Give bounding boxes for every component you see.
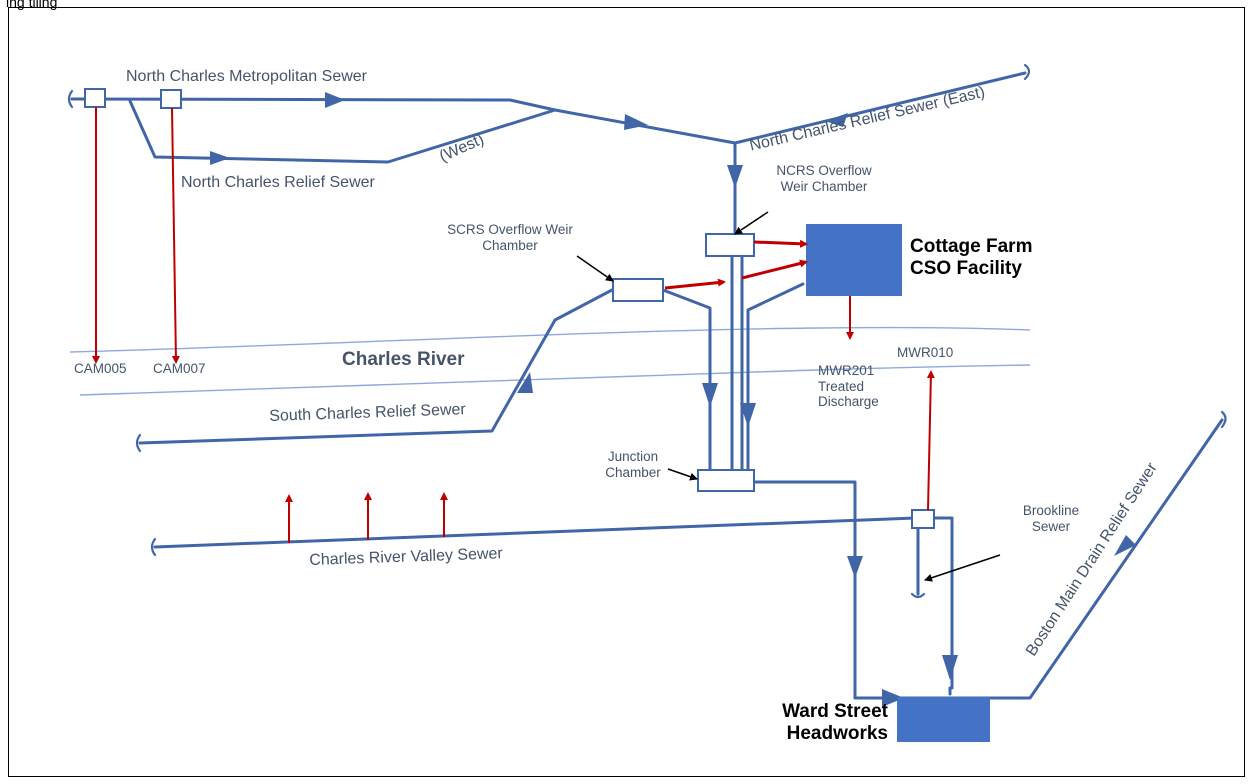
north-charles-relief-east-line xyxy=(733,71,1027,145)
flow-arrow-1 xyxy=(325,92,345,108)
cam005-label: CAM005 xyxy=(74,361,127,376)
flow-arrow-4 xyxy=(825,113,848,127)
flow-arrow-2 xyxy=(210,151,230,165)
brookline-label: Brookline Sewer xyxy=(1022,503,1080,534)
flow-arrow-9 xyxy=(847,556,863,578)
north-charles-relief-label: North Charles Relief Sewer xyxy=(181,174,375,191)
mwr010-overflow xyxy=(926,370,935,511)
caption-text: ing tiling xyxy=(6,0,58,10)
ncrs-pointer xyxy=(734,211,769,235)
end-mark-bmd xyxy=(1220,410,1227,429)
brookline-chamber xyxy=(911,509,935,529)
cam007-overflow xyxy=(171,107,180,364)
mwr010-label: MWR010 xyxy=(897,345,954,360)
north-charles-metropolitan-label: North Charles Metropolitan Sewer xyxy=(126,68,367,85)
flow-arrow-3 xyxy=(624,114,648,130)
flow-arrow-5 xyxy=(727,165,743,188)
nw-chamber-2 xyxy=(160,89,182,109)
junction-chamber-label: Junction Chamber xyxy=(605,449,661,480)
scrs-to-cottage-2 xyxy=(741,259,808,280)
end-mark-brookline xyxy=(910,592,926,599)
river-bank-north xyxy=(69,326,1031,353)
brookline-pointer xyxy=(924,554,1001,582)
ward-street-headworks xyxy=(897,697,990,742)
cam007-label: CAM007 xyxy=(153,361,206,376)
end-mark-nw xyxy=(67,89,74,109)
ncrs-chamber-label: NCRS Overflow Weir Chamber xyxy=(776,163,872,194)
ncrs-chamber xyxy=(705,233,755,257)
scrs-pointer xyxy=(576,255,614,282)
brookline-sewer-line xyxy=(928,516,954,690)
cottage-farm-label: Cottage Farm CSO Facility xyxy=(910,236,1033,279)
nw-chamber-1 xyxy=(84,88,106,108)
flow-arrow-10 xyxy=(882,689,904,707)
ncrs-to-cottage xyxy=(753,239,808,248)
scrs-chamber xyxy=(612,278,664,302)
charles-river-valley-line xyxy=(153,516,917,549)
ward-street-label: Ward Street Headworks xyxy=(782,701,888,744)
north-charles-metropolitan-line xyxy=(70,97,737,145)
cottage-farm-facility xyxy=(806,224,902,296)
junction-to-ward-path xyxy=(752,418,1224,700)
scrs-chamber-label: SCRS Overflow Weir Chamber xyxy=(447,222,573,253)
flow-arrow-7 xyxy=(740,403,756,427)
cottage-farm-return xyxy=(746,282,805,472)
flow-arrow-11 xyxy=(942,655,958,680)
scrs-to-cottage xyxy=(664,278,726,290)
end-mark-ne xyxy=(1023,63,1031,81)
diagram-frame xyxy=(8,7,1245,777)
flow-arrow-6 xyxy=(702,383,718,407)
end-mark-crv xyxy=(150,537,157,557)
river-bank-south xyxy=(79,364,1031,396)
mwr201-label: MWR201 Treated Discharge xyxy=(818,363,879,410)
charles-river-label: Charles River xyxy=(342,349,465,370)
flow-arrow-8 xyxy=(517,372,533,393)
end-mark-scrs xyxy=(135,433,142,453)
north-relief-branch xyxy=(128,99,557,164)
scrs-to-junction xyxy=(661,288,712,472)
junction-chamber xyxy=(697,469,755,492)
south-charles-relief-line xyxy=(138,288,614,445)
flow-arrow-12 xyxy=(1114,535,1136,556)
junction-pointer xyxy=(667,468,698,481)
